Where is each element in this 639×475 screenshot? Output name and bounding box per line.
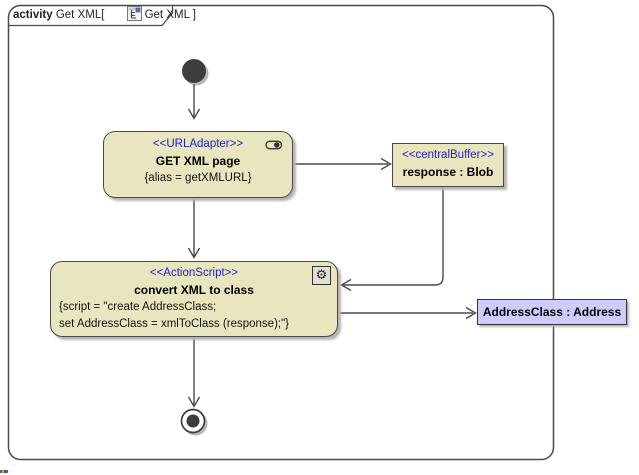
script-line-1: {script = "create AddressClass; [59, 301, 217, 314]
adapter-pill-icon [265, 139, 283, 156]
frame-keyword: activity [13, 9, 53, 21]
activity-diagram-icon [107, 0, 142, 36]
frame-activity-name: Get XML[ [55, 9, 105, 21]
action-properties: {alias = getXMLURL} [144, 172, 252, 185]
buffer-name: response : Blob [402, 164, 494, 179]
script-line-2: set AddressClass = xmlToClass (response)… [59, 317, 290, 330]
parameter-name: AddressClass : Address [482, 305, 622, 319]
action-name: GET XML page [155, 153, 241, 168]
action-name: convert XML to class [134, 282, 254, 297]
final-node-dot [186, 414, 200, 428]
object-flow-convert-to-parameter[interactable] [338, 306, 477, 320]
initial-node-icon[interactable] [182, 59, 206, 83]
action-node-get-xml-page[interactable]: <<URLAdapter>> GET XML page {alias = get… [103, 131, 293, 198]
stereotype-label: <<ActionScript>> [149, 267, 239, 279]
control-flow-getxml-to-convert[interactable] [187, 199, 201, 259]
corner-artifact [0, 470, 8, 473]
gear-icon: ⚙ [312, 266, 331, 285]
frame-tab-label[interactable]: activity Get XML[ Get XML ] [13, 6, 196, 24]
central-buffer-node-response[interactable]: <<centralBuffer>> response : Blob [392, 143, 504, 187]
activity-frame-border [7, 4, 555, 461]
control-flow-convert-to-final[interactable] [187, 337, 201, 408]
control-flow-initial-to-getxml[interactable] [187, 84, 201, 120]
stereotype-label: <<URLAdapter>> [152, 138, 244, 150]
object-flow-response-to-convert[interactable] [340, 188, 444, 292]
stereotype-label: <<centralBuffer>> [402, 149, 494, 161]
activity-parameter-node-addressclass[interactable]: AddressClass : Address [477, 299, 627, 325]
object-flow-getxml-to-response[interactable] [292, 157, 392, 171]
action-node-convert-xml-to-class[interactable]: <<ActionScript>> convert XML to class {s… [50, 261, 338, 337]
frame-diagram-name: Get XML ] [144, 9, 196, 21]
